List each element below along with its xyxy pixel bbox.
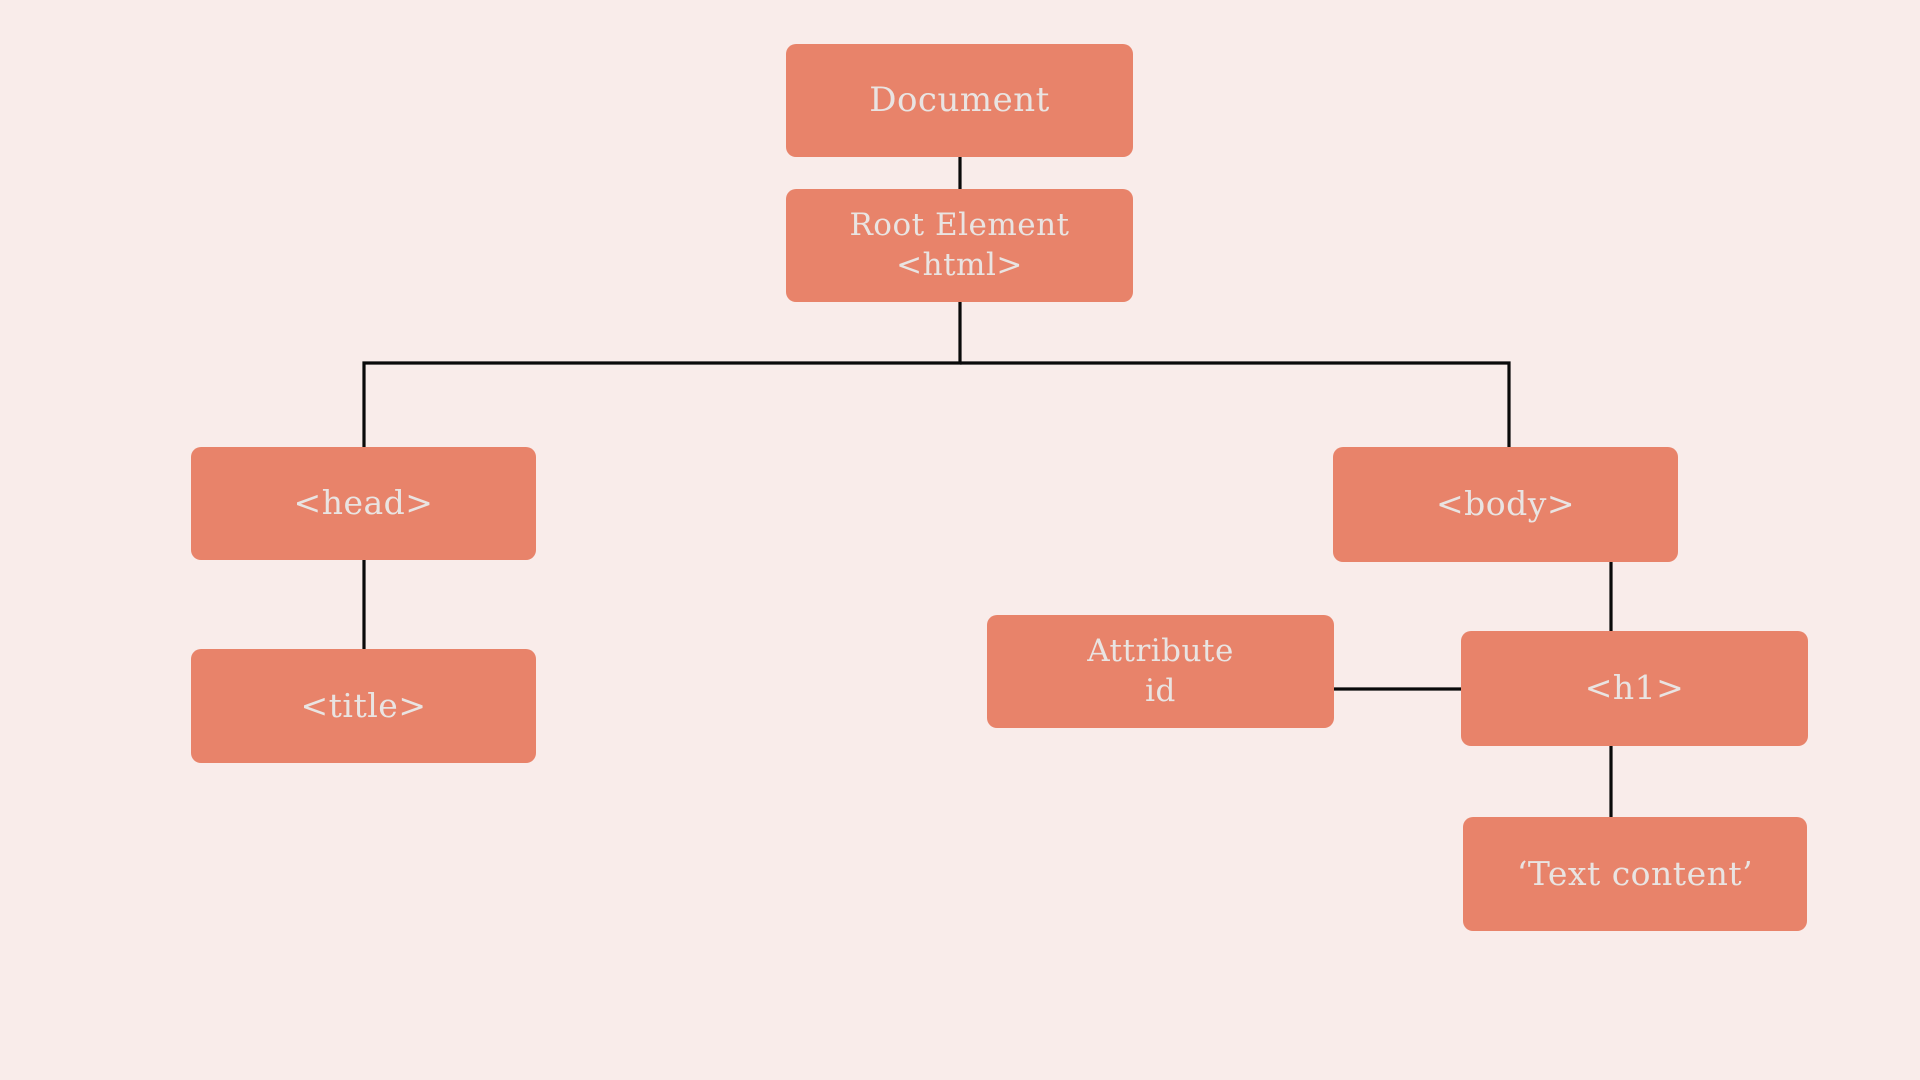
node-label-line: <html>	[896, 246, 1023, 283]
node-document[interactable]: Document	[786, 44, 1133, 157]
node-label-line: Attribute	[1087, 632, 1234, 669]
node-label-line: <body>	[1435, 484, 1576, 524]
node-label-line: id	[1145, 672, 1176, 709]
edge-root-element-to-body	[960, 361, 1511, 447]
node-label-line: <title>	[300, 685, 427, 725]
node-body[interactable]: <body>	[1333, 447, 1678, 562]
node-label-line: Root Element	[849, 206, 1070, 243]
node-title[interactable]: <title>	[191, 649, 536, 763]
node-root-element-html[interactable]: Root Element<html>	[786, 189, 1133, 302]
node-h1[interactable]: <h1>	[1461, 631, 1808, 746]
node-label-line: Document	[869, 79, 1050, 120]
node-head[interactable]: <head>	[191, 447, 536, 560]
node-text-content[interactable]: ‘Text content’	[1463, 817, 1807, 931]
node-label-line: <head>	[293, 483, 434, 523]
edge-root-element-to-head	[362, 302, 962, 447]
node-label-line: <h1>	[1584, 668, 1685, 708]
node-label-line: ‘Text content’	[1516, 853, 1754, 893]
